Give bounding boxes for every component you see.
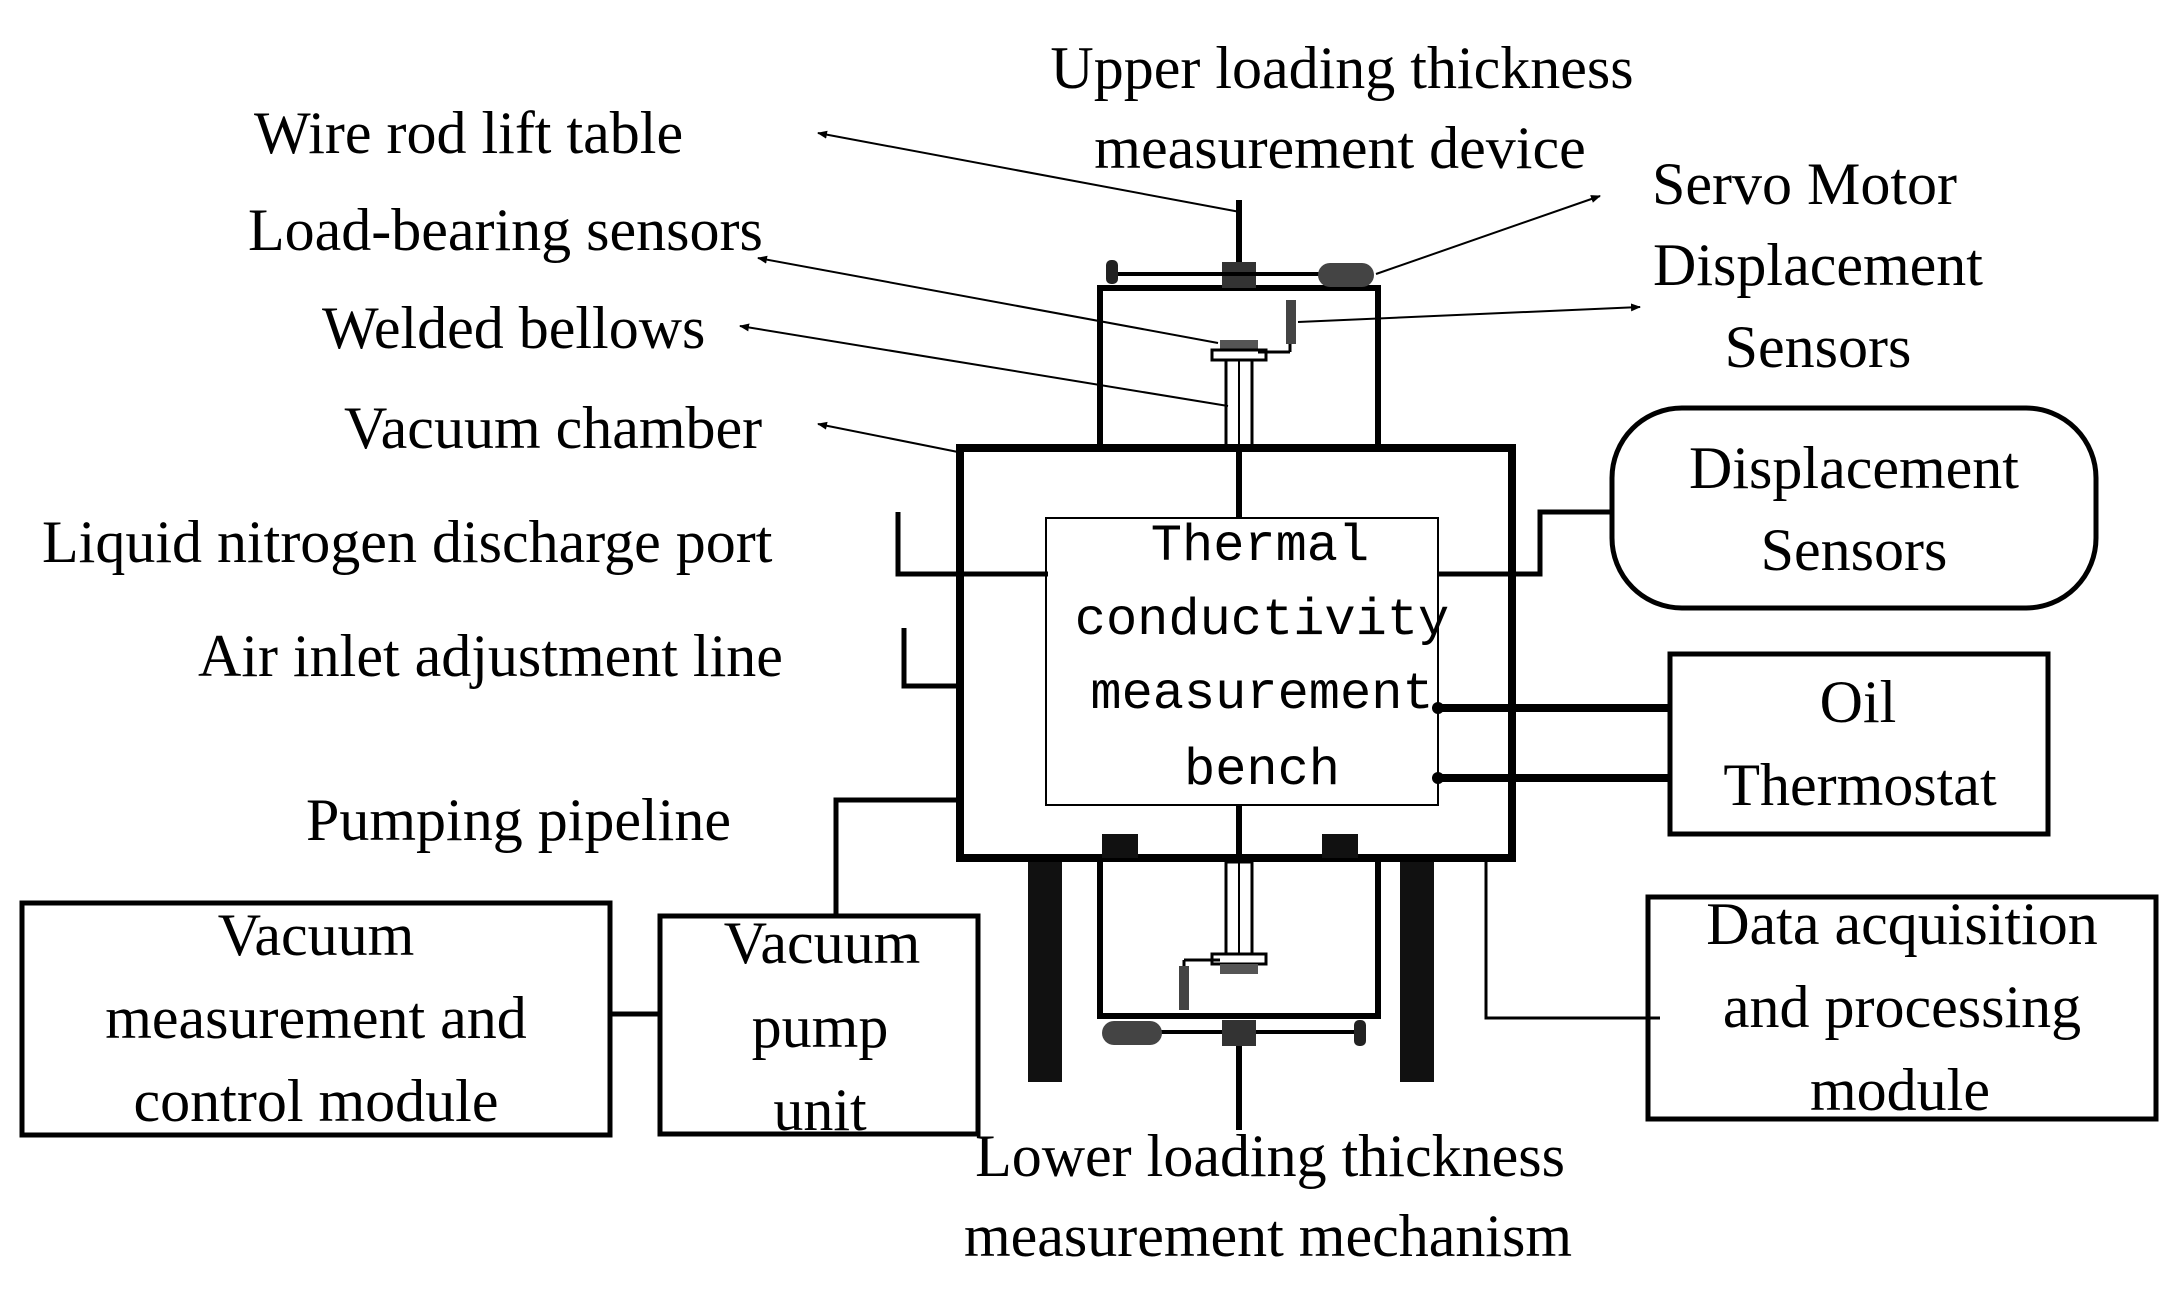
air-inlet-line-label: Air inlet adjustment line — [198, 623, 783, 689]
data-acquisition-box — [1645, 894, 2159, 1122]
bench-line-4: bench — [1184, 741, 1340, 800]
vacuum-pump-box — [657, 913, 981, 1137]
lower-sensor-block — [1220, 964, 1258, 974]
displacement-sensors-box — [1609, 405, 2099, 611]
vacuum-pump-line-1: Vacuum — [724, 910, 921, 976]
servo-motor-block — [1318, 263, 1374, 287]
servo-arm-end — [1106, 260, 1118, 284]
bench-line-2: conductivity — [1075, 591, 1449, 650]
displacement-sensors-line — [1438, 509, 1612, 577]
air-inlet-line — [901, 628, 960, 689]
upper-device-label-2: measurement device — [1094, 115, 1585, 181]
welded-bellows-label: Welded bellows — [322, 295, 705, 361]
lower-mechanism-label-2: measurement mechanism — [964, 1203, 1572, 1269]
bench-line-1: Thermal — [1151, 517, 1369, 576]
vacuum-pump-line-2: pump — [752, 994, 889, 1060]
oil-thermostat-line-2: Thermostat — [1723, 752, 1997, 818]
welded-bellows-arrow — [739, 323, 1229, 407]
upper-device-label-1: Upper loading thickness — [1050, 35, 1633, 101]
vacuum-measurement-line-2: measurement and — [105, 985, 527, 1051]
lower-chamber-block-right — [1322, 834, 1358, 858]
servo-motor-label: Servo Motor — [1652, 151, 1957, 217]
vacuum-measurement-box — [19, 900, 613, 1138]
vacuum-pump-line-3: unit — [773, 1077, 867, 1143]
lower-servo-motor-block — [1102, 1021, 1162, 1045]
load-bearing-sensor-block — [1220, 340, 1258, 350]
wire-rod-lift-table-arrow — [817, 130, 1241, 213]
load-bearing-sensors-label: Load-bearing sensors — [248, 197, 763, 263]
oil-thermostat-box — [1667, 651, 2051, 837]
top-displacement-arrow — [1297, 303, 1641, 323]
lower-chamber — [1097, 858, 1381, 1019]
load-bearing-sensors-arrow — [757, 255, 1219, 344]
displacement-sensors-line-2: Sensors — [1761, 517, 1948, 583]
vacuum-measurement-line-3: control module — [134, 1068, 499, 1134]
vacuum-chamber-label: Vacuum chamber — [344, 395, 762, 461]
vacuum-measurement-line-1: Vacuum — [218, 902, 415, 968]
data-acquisition-line — [1484, 858, 1660, 1020]
upper-displacement-sensor — [1286, 300, 1296, 344]
bench-line-3: measurement — [1090, 665, 1433, 724]
liquid-nitrogen-line — [895, 512, 1048, 577]
top-displacement-label-1: Displacement — [1653, 232, 1983, 298]
oil-thermostat-line-1: Oil — [1820, 669, 1897, 735]
oil-thermostat-joint-bottom — [1432, 772, 1444, 784]
measurement-bench-box — [1045, 517, 1439, 806]
lower-displacement-sensor — [1179, 966, 1189, 1010]
lower-sensor-plate — [1210, 952, 1268, 966]
displacement-sensors-line-1: Displacement — [1689, 435, 2019, 501]
lower-servo-arm-end — [1354, 1020, 1366, 1046]
oil-thermostat-joint-top — [1432, 702, 1444, 714]
pumping-pipeline-line — [833, 797, 960, 914]
pumping-pipeline-label: Pumping pipeline — [306, 787, 731, 853]
top-displacement-label-2: Sensors — [1725, 314, 1912, 380]
vacuum-chamber-arrow — [817, 421, 959, 453]
servo-motor-arrow — [1375, 195, 1601, 275]
lower-rod-block — [1222, 1020, 1256, 1046]
data-acquisition-line-2: and processing — [1723, 974, 2081, 1040]
lower-mechanism-label-1: Lower loading thickness — [975, 1123, 1565, 1189]
chamber-leg-left — [1028, 862, 1062, 1082]
liquid-nitrogen-port-label: Liquid nitrogen discharge port — [42, 509, 773, 575]
wire-rod-lift-table-label: Wire rod lift table — [254, 100, 683, 166]
lower-chamber-block-left — [1102, 834, 1138, 858]
chamber-leg-right — [1400, 862, 1434, 1082]
data-acquisition-line-1: Data acquisition — [1706, 891, 2098, 957]
data-acquisition-line-3: module — [1810, 1057, 1990, 1123]
